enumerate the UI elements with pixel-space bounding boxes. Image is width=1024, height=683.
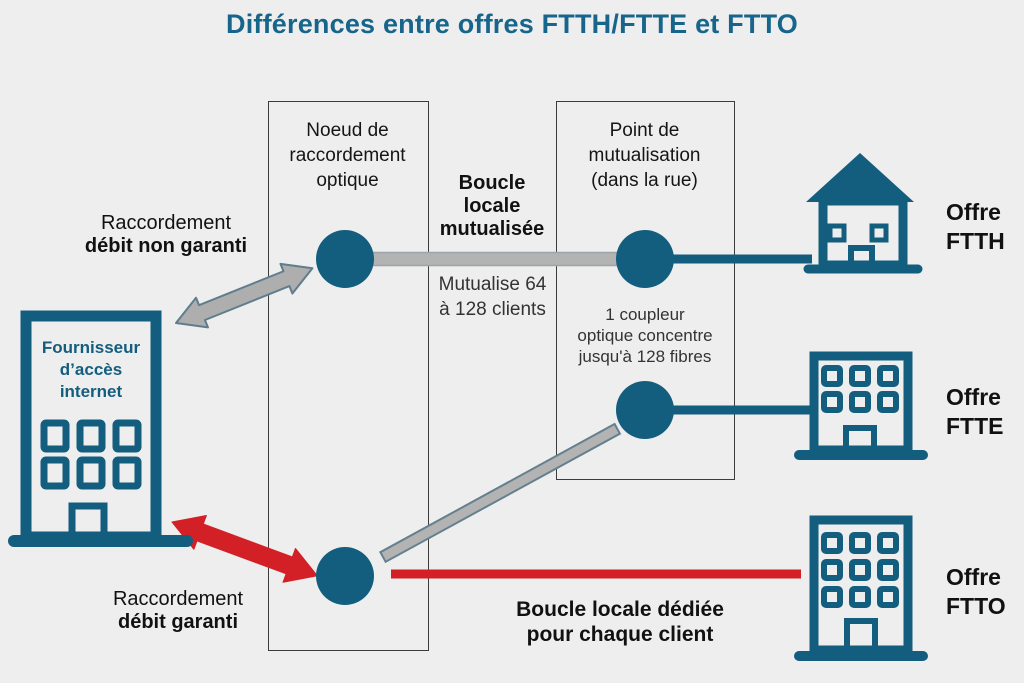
mutualized-capacity-note: Mutualise 64 à 128 clients (438, 274, 547, 320)
ftth-drop-line (660, 254, 812, 264)
nro-bottom-node (316, 547, 374, 605)
ftth-house-icon (803, 153, 923, 274)
coupler-note: 1 coupleur optique concentre jusqu'à 128… (577, 305, 713, 366)
mutualized-loop-label: Boucle locale mutualisée (439, 172, 545, 240)
guaranteed-arrow (171, 515, 318, 583)
guaranteed-label: Raccordement débit garanti (112, 588, 244, 633)
offer-ftte-label: Offre FTTE (946, 384, 1004, 439)
pm-box-label: Point de mutualisation (dans la rue) (588, 120, 701, 191)
ftto-building-icon (794, 515, 928, 661)
offer-ftth-label: Offre FTTH (946, 199, 1005, 254)
nro-box (268, 101, 429, 651)
nro-top-node (316, 230, 374, 288)
nro-box-label: Noeud de raccordement optique (289, 120, 406, 191)
provider-label: Fournisseur d’accès internet (41, 338, 141, 401)
mutualized-loop-bar (349, 251, 643, 267)
pm-lower-node (616, 381, 674, 439)
page-title: Différences entre offres FTTH/FTTE et FT… (226, 9, 798, 39)
ftte-building-icon (794, 351, 928, 460)
non-guaranteed-label: Raccordement débit non garanti (84, 212, 248, 257)
diagonal-link-bar (379, 422, 622, 564)
pm-top-node (616, 230, 674, 288)
dedicated-loop-label: Boucle locale dédiée pour chaque client (516, 598, 724, 646)
ftto-dedicated-line (391, 569, 801, 579)
ftte-drop-line (660, 405, 810, 415)
offer-ftto-label: Offre FTTO (946, 564, 1006, 619)
non-guaranteed-arrow (175, 262, 314, 329)
provider-building-icon (8, 310, 193, 547)
pm-box (556, 101, 735, 480)
